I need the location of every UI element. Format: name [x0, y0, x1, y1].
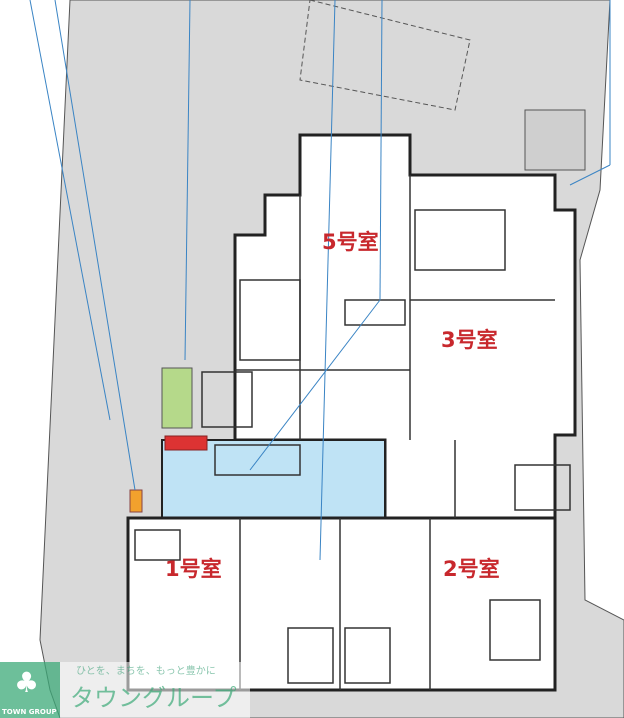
company-logo: ♣ TOWN GROUP ひとを、まちを、もっと豊かに タウングループ	[0, 662, 250, 718]
meter	[129, 489, 143, 513]
storage-red	[164, 435, 208, 451]
room-label-3: 3号室	[441, 328, 498, 352]
room-label-2: 2号室	[443, 557, 500, 581]
partitions	[134, 175, 571, 690]
tree-icon: ♣	[14, 666, 40, 699]
room-label-5: 5号室	[322, 230, 379, 254]
logo-band	[60, 662, 250, 718]
logo-english: TOWN GROUP	[2, 708, 57, 716]
logo-tagline: ひとを、まちを、もっと豊かに	[76, 666, 216, 677]
parking-area	[299, 0, 471, 111]
logo-mark: ♣ TOWN GROUP	[0, 662, 60, 718]
room-label-1: 1号室	[165, 557, 222, 581]
leader-lines	[29, 0, 611, 561]
bike-parking	[524, 109, 586, 171]
garden	[161, 367, 193, 429]
common-hall	[161, 439, 386, 519]
logo-name: タウングループ	[70, 684, 237, 712]
building-lower	[126, 516, 557, 692]
